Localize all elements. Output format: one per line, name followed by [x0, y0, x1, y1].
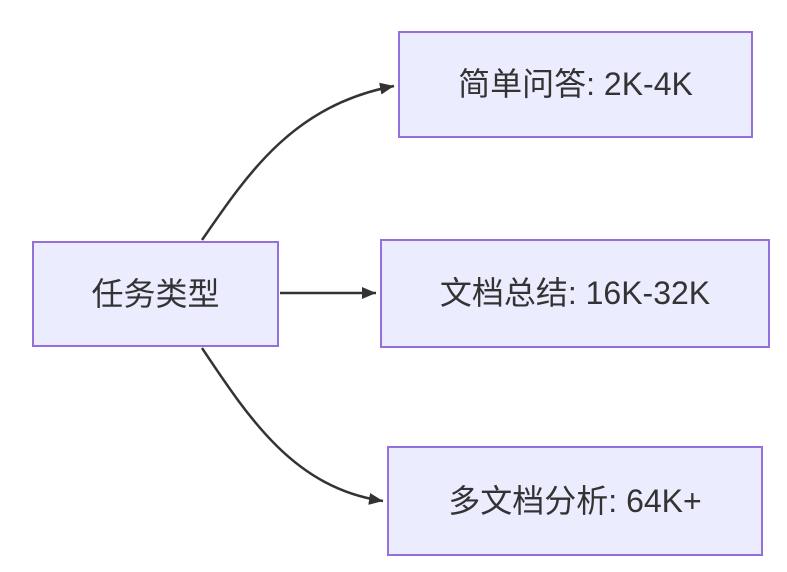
node-doc-summary-label: 文档总结: 16K-32K: [439, 275, 711, 312]
node-multidoc-analysis: 多文档分析: 64K+: [387, 446, 763, 556]
node-task-type: 任务类型: [32, 241, 279, 347]
edge-root-to-simple-qa: [200, 82, 395, 241]
node-doc-summary: 文档总结: 16K-32K: [380, 239, 770, 348]
node-simple-qa-label: 简单问答: 2K-4K: [458, 66, 693, 103]
edge-root-to-multidoc-analysis: [200, 347, 384, 505]
node-simple-qa: 简单问答: 2K-4K: [398, 31, 753, 138]
node-multidoc-analysis-label: 多文档分析: 64K+: [448, 482, 702, 519]
node-task-type-label: 任务类型: [91, 275, 220, 312]
